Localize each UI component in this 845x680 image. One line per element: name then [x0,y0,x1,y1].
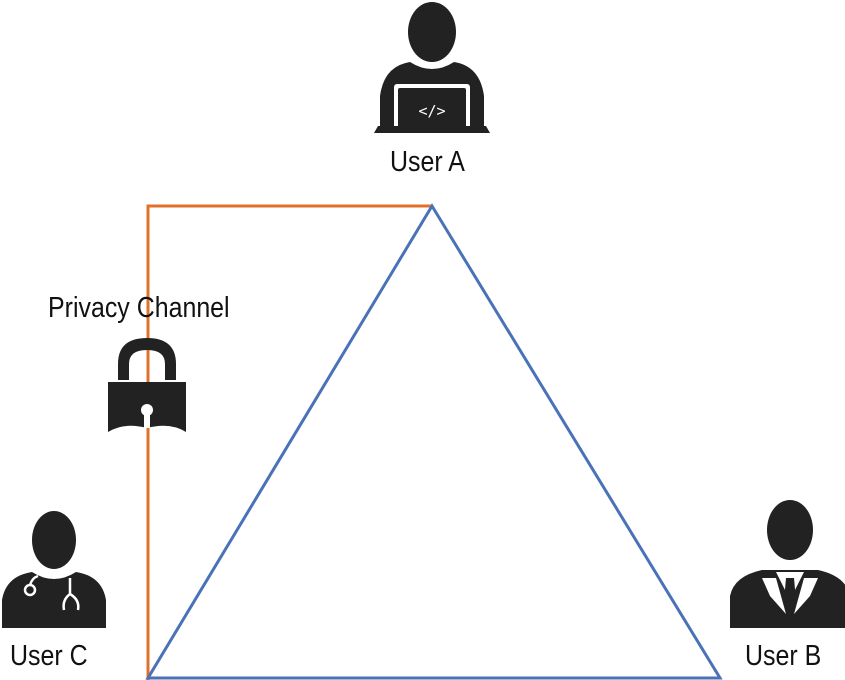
user-b-label: User B [745,640,822,672]
businessman-user-icon [730,500,845,628]
svg-text:</>: </> [418,102,445,120]
developer-user-icon: </> [374,2,490,134]
privacy-channel-line [146,204,432,680]
privacy-channel-label: Privacy Channel [48,292,230,324]
padlock-icon [108,338,186,432]
doctor-user-icon [2,511,106,628]
user-c-label: User C [10,640,88,672]
user-triangle [145,203,723,680]
user-a-label: User A [390,146,465,178]
